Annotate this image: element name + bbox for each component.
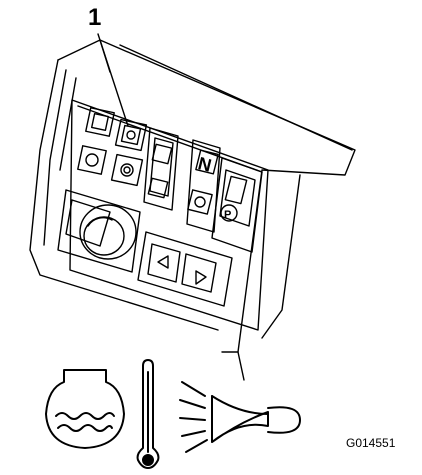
directional-switch-box bbox=[137, 231, 233, 307]
joystick-control bbox=[57, 189, 141, 273]
neutral-letter: N bbox=[196, 153, 213, 176]
figure-id: G014551 bbox=[346, 436, 396, 450]
indicator-light-column bbox=[110, 118, 148, 187]
left-arrow-icon bbox=[157, 255, 169, 269]
indicator-light-top bbox=[114, 118, 148, 152]
rocker-switch-pair bbox=[143, 127, 179, 211]
neutral-indicator-group bbox=[186, 139, 221, 233]
parking-brake-switch bbox=[211, 157, 263, 253]
parking-letter: P bbox=[224, 209, 231, 221]
callout-leader-line bbox=[97, 33, 129, 127]
thermometer-icon bbox=[136, 359, 160, 469]
joystick-base bbox=[79, 204, 137, 260]
left-switch-column bbox=[77, 107, 115, 175]
horn-icon bbox=[179, 381, 301, 453]
console-housing bbox=[29, 39, 356, 381]
right-arrow-icon bbox=[195, 270, 207, 285]
callout-number: 1 bbox=[88, 4, 102, 31]
coolant-reservoir-icon bbox=[45, 369, 125, 449]
